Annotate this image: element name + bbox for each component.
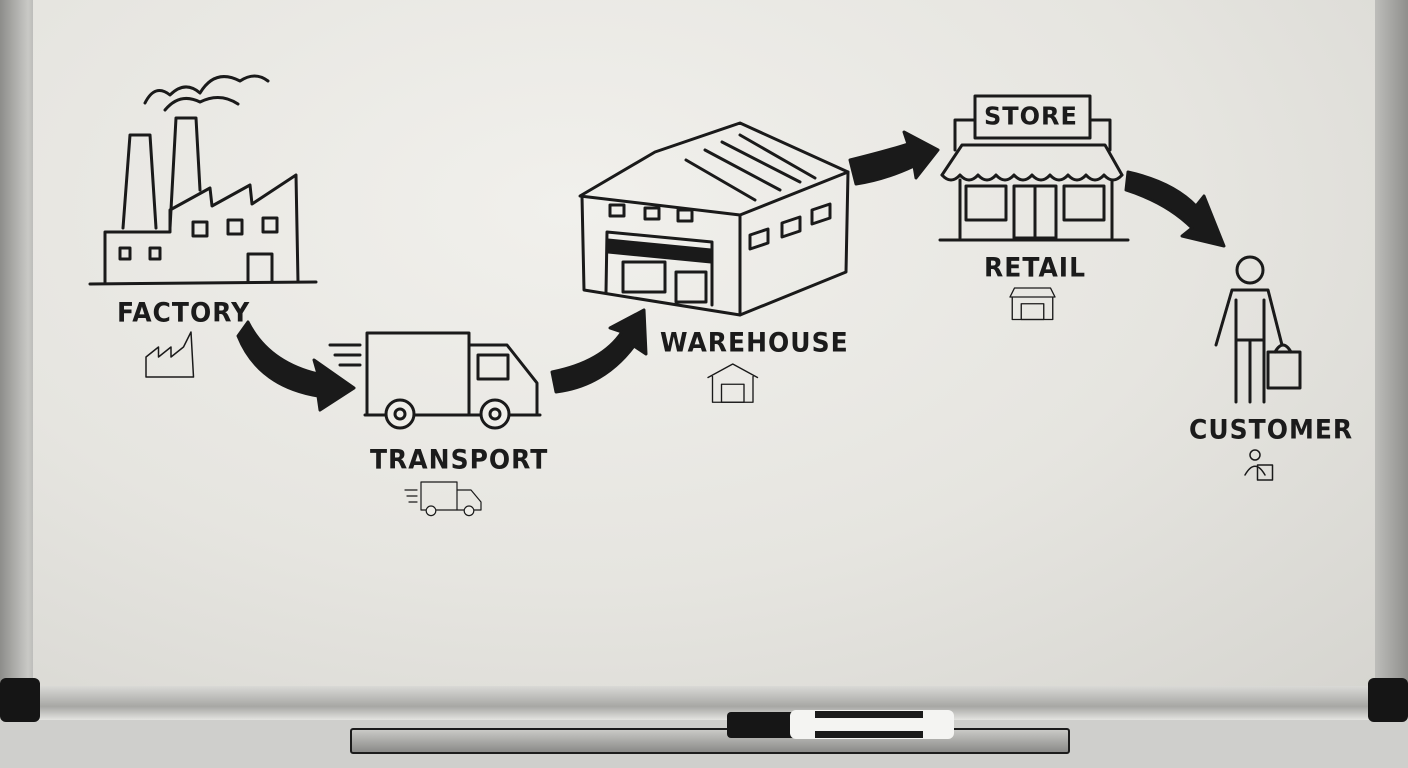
arrow-factory-transport bbox=[236, 320, 356, 412]
truck-small-icon bbox=[404, 481, 482, 517]
factory-icon bbox=[88, 74, 318, 286]
shopper-small-icon bbox=[1244, 449, 1274, 481]
warehouse-icon bbox=[578, 121, 850, 317]
node-label-factory: FACTORY bbox=[117, 297, 251, 328]
frame-corner-left bbox=[0, 678, 40, 722]
node-label-warehouse: WAREHOUSE bbox=[660, 327, 849, 358]
arrow-retail-customer bbox=[1124, 170, 1226, 248]
node-label-retail: RETAIL bbox=[984, 252, 1087, 283]
node-label-customer: CUSTOMER bbox=[1189, 414, 1354, 445]
whiteboard-frame-right bbox=[1375, 0, 1408, 700]
warehouse-small-icon bbox=[707, 363, 759, 403]
arrow-warehouse-retail bbox=[848, 130, 940, 186]
store-small-icon bbox=[1009, 287, 1056, 321]
marker-tray bbox=[20, 686, 1390, 720]
node-label-transport: TRANSPORT bbox=[370, 444, 549, 475]
store-sign-text: STORE bbox=[984, 101, 1078, 131]
arrow-transport-warehouse bbox=[550, 308, 648, 394]
frame-corner-right bbox=[1368, 678, 1408, 722]
truck-icon bbox=[328, 331, 542, 430]
shopper-icon bbox=[1214, 255, 1302, 404]
factory-small-icon bbox=[145, 331, 195, 378]
store-icon bbox=[938, 94, 1130, 242]
